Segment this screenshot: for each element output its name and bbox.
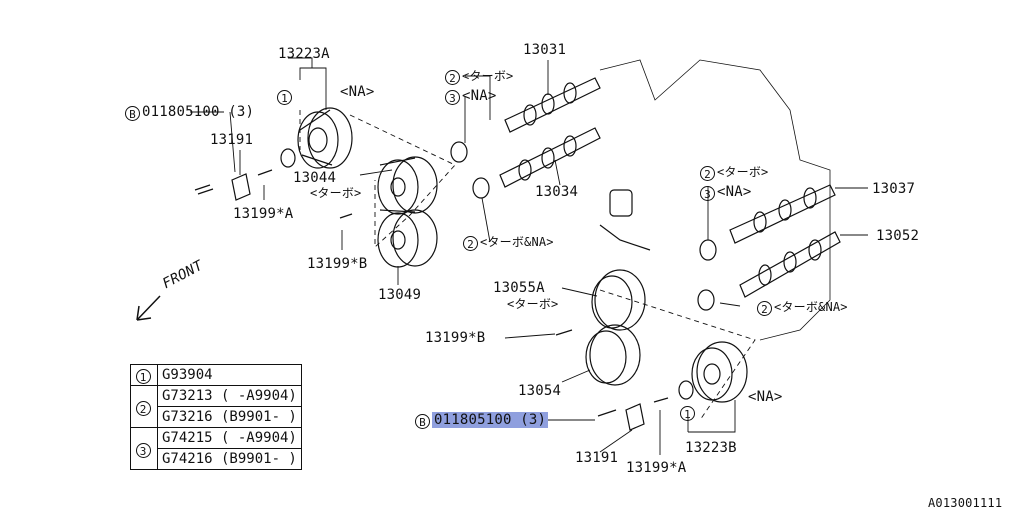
- bolt-13199B-left: [339, 213, 353, 219]
- marker-3-icon: 3: [445, 90, 460, 105]
- camshaft-13031: [504, 77, 601, 133]
- label-13055A: 13055A: [493, 280, 545, 296]
- bolt-13199B-mid: [555, 329, 573, 336]
- label-seal-2-turbo-na-right: 2<ターボ&NA>: [757, 299, 848, 316]
- label-13223B: 13223B: [685, 440, 737, 456]
- legend-row: G74216 (B9901- ): [131, 448, 302, 470]
- legend-value: G73216 (B9901- ): [157, 406, 302, 428]
- seal-3-top: [450, 141, 468, 163]
- label-13223A: 13223A: [278, 46, 330, 62]
- legend-key-marker-icon: 3: [135, 442, 151, 458]
- marker-1-icon: 1: [277, 90, 292, 105]
- legend-key: 1: [130, 364, 158, 386]
- label-turbo-right: <ターボ>: [717, 165, 769, 179]
- label-seal-2-turbo-na-top: 2<ターボ&NA>: [463, 234, 554, 251]
- legend-key: 2: [130, 385, 158, 428]
- label-turbo-na-top: <ターボ&NA>: [480, 235, 554, 249]
- legend-row: 3 G74215 ( -A9904): [130, 427, 302, 470]
- label-na-13223A: <NA>: [340, 84, 375, 100]
- legend-key-marker-icon: 2: [135, 400, 151, 416]
- bolt-13199A-top: [257, 169, 273, 176]
- bolt-number-bottom-highlighted[interactable]: 011805100 (3): [432, 412, 549, 428]
- legend-row: 2 G73213 ( -A9904): [130, 385, 302, 428]
- marker-3-icon: 3: [700, 186, 715, 201]
- seal-3-right: [699, 239, 717, 261]
- legend-value: G93904: [157, 364, 302, 386]
- label-13191-top: 13191: [210, 132, 254, 148]
- label-seal-2-turbo: 2<ターボ>: [445, 68, 513, 85]
- cam-cap-center: [609, 189, 633, 217]
- seal-2-right: [697, 289, 715, 311]
- camshaft-13037: [729, 184, 836, 244]
- legend-value: G74215 ( -A9904): [157, 427, 302, 449]
- marker-2-icon: 2: [445, 70, 460, 85]
- label-na-seal-top: <NA>: [462, 88, 497, 104]
- sprocket-13223B: [691, 341, 748, 403]
- label-13191-bottom: 13191: [575, 450, 619, 466]
- label-13044: 13044: [293, 170, 337, 186]
- label-13199B-mid: 13199*B: [425, 330, 486, 346]
- b-marker-icon: B: [415, 414, 430, 429]
- label-na-13223B: <NA>: [748, 389, 783, 405]
- label-turbo-13055A: <ターボ>: [507, 297, 559, 311]
- label-13031: 13031: [523, 42, 567, 58]
- label-turbo-13044: <ターボ>: [310, 186, 362, 200]
- marker-2-icon: 2: [700, 166, 715, 181]
- marker-1-top: 1: [277, 88, 294, 105]
- legend-key-marker-icon: 1: [135, 369, 151, 384]
- label-13049: 13049: [378, 287, 422, 303]
- marker-1-icon: 1: [680, 406, 695, 421]
- label-na-right: <NA>: [717, 184, 752, 200]
- label-seal-3-na-right: 3<NA>: [700, 184, 752, 201]
- front-arrow-icon: [136, 295, 161, 321]
- o-ring-1-bottom: [678, 380, 694, 400]
- legend-table: 1 G93904 2 G73213 ( -A9904)G73216 (B9901- )…: [130, 364, 302, 470]
- camshaft-13034: [499, 127, 601, 188]
- label-13199A-bottom: 13199*A: [626, 460, 687, 476]
- dashed-guides: [299, 110, 756, 421]
- label-seal-2-turbo-right: 2<ターボ>: [700, 164, 768, 181]
- o-ring-1-top: [280, 148, 296, 168]
- plate-13191-top: [231, 173, 251, 201]
- legend-row: 1 G93904: [130, 364, 302, 386]
- marker-2-icon: 2: [757, 301, 772, 316]
- label-seal-3-na: 3<NA>: [445, 88, 497, 105]
- cylinder-head-outline: [599, 59, 831, 341]
- plate-13191-bottom: [625, 403, 645, 431]
- label-13199B-left: 13199*B: [307, 256, 368, 272]
- bolt-top-left: [194, 184, 214, 195]
- legend-body: 1 G93904 2 G73213 ( -A9904)G73216 (B9901- )…: [130, 364, 302, 470]
- label-turbo-seal-top: <ターボ>: [462, 69, 514, 83]
- label-13199A-top: 13199*A: [233, 206, 294, 222]
- label-13052: 13052: [876, 228, 920, 244]
- legend-key: 3: [130, 427, 158, 470]
- legend-value: G73213 ( -A9904): [157, 385, 302, 407]
- seal-2-top: [472, 177, 490, 199]
- bolt-bottom: [597, 409, 617, 417]
- marker-1-bottom: 1: [680, 404, 697, 421]
- legend-value: G74216 (B9901- ): [157, 448, 302, 470]
- label-13034: 13034: [535, 184, 579, 200]
- sprocket-13223A: [297, 107, 353, 169]
- idler-13054: [585, 324, 641, 386]
- idler-13055A: [591, 269, 646, 331]
- b-marker-icon: B: [125, 106, 140, 121]
- label-13054: 13054: [518, 383, 562, 399]
- label-turbo-na-right: <ターボ&NA>: [774, 300, 848, 314]
- camshaft-13052: [739, 231, 841, 298]
- label-13037: 13037: [872, 181, 916, 197]
- pulley-13044: [377, 156, 438, 215]
- bolt-number-top: 011805100 (3): [142, 104, 255, 120]
- watermark-code: A013001111: [928, 496, 1003, 510]
- pulley-13049: [377, 209, 438, 268]
- marker-2-icon: 2: [463, 236, 478, 251]
- bolt-13199A-bottom: [653, 397, 669, 403]
